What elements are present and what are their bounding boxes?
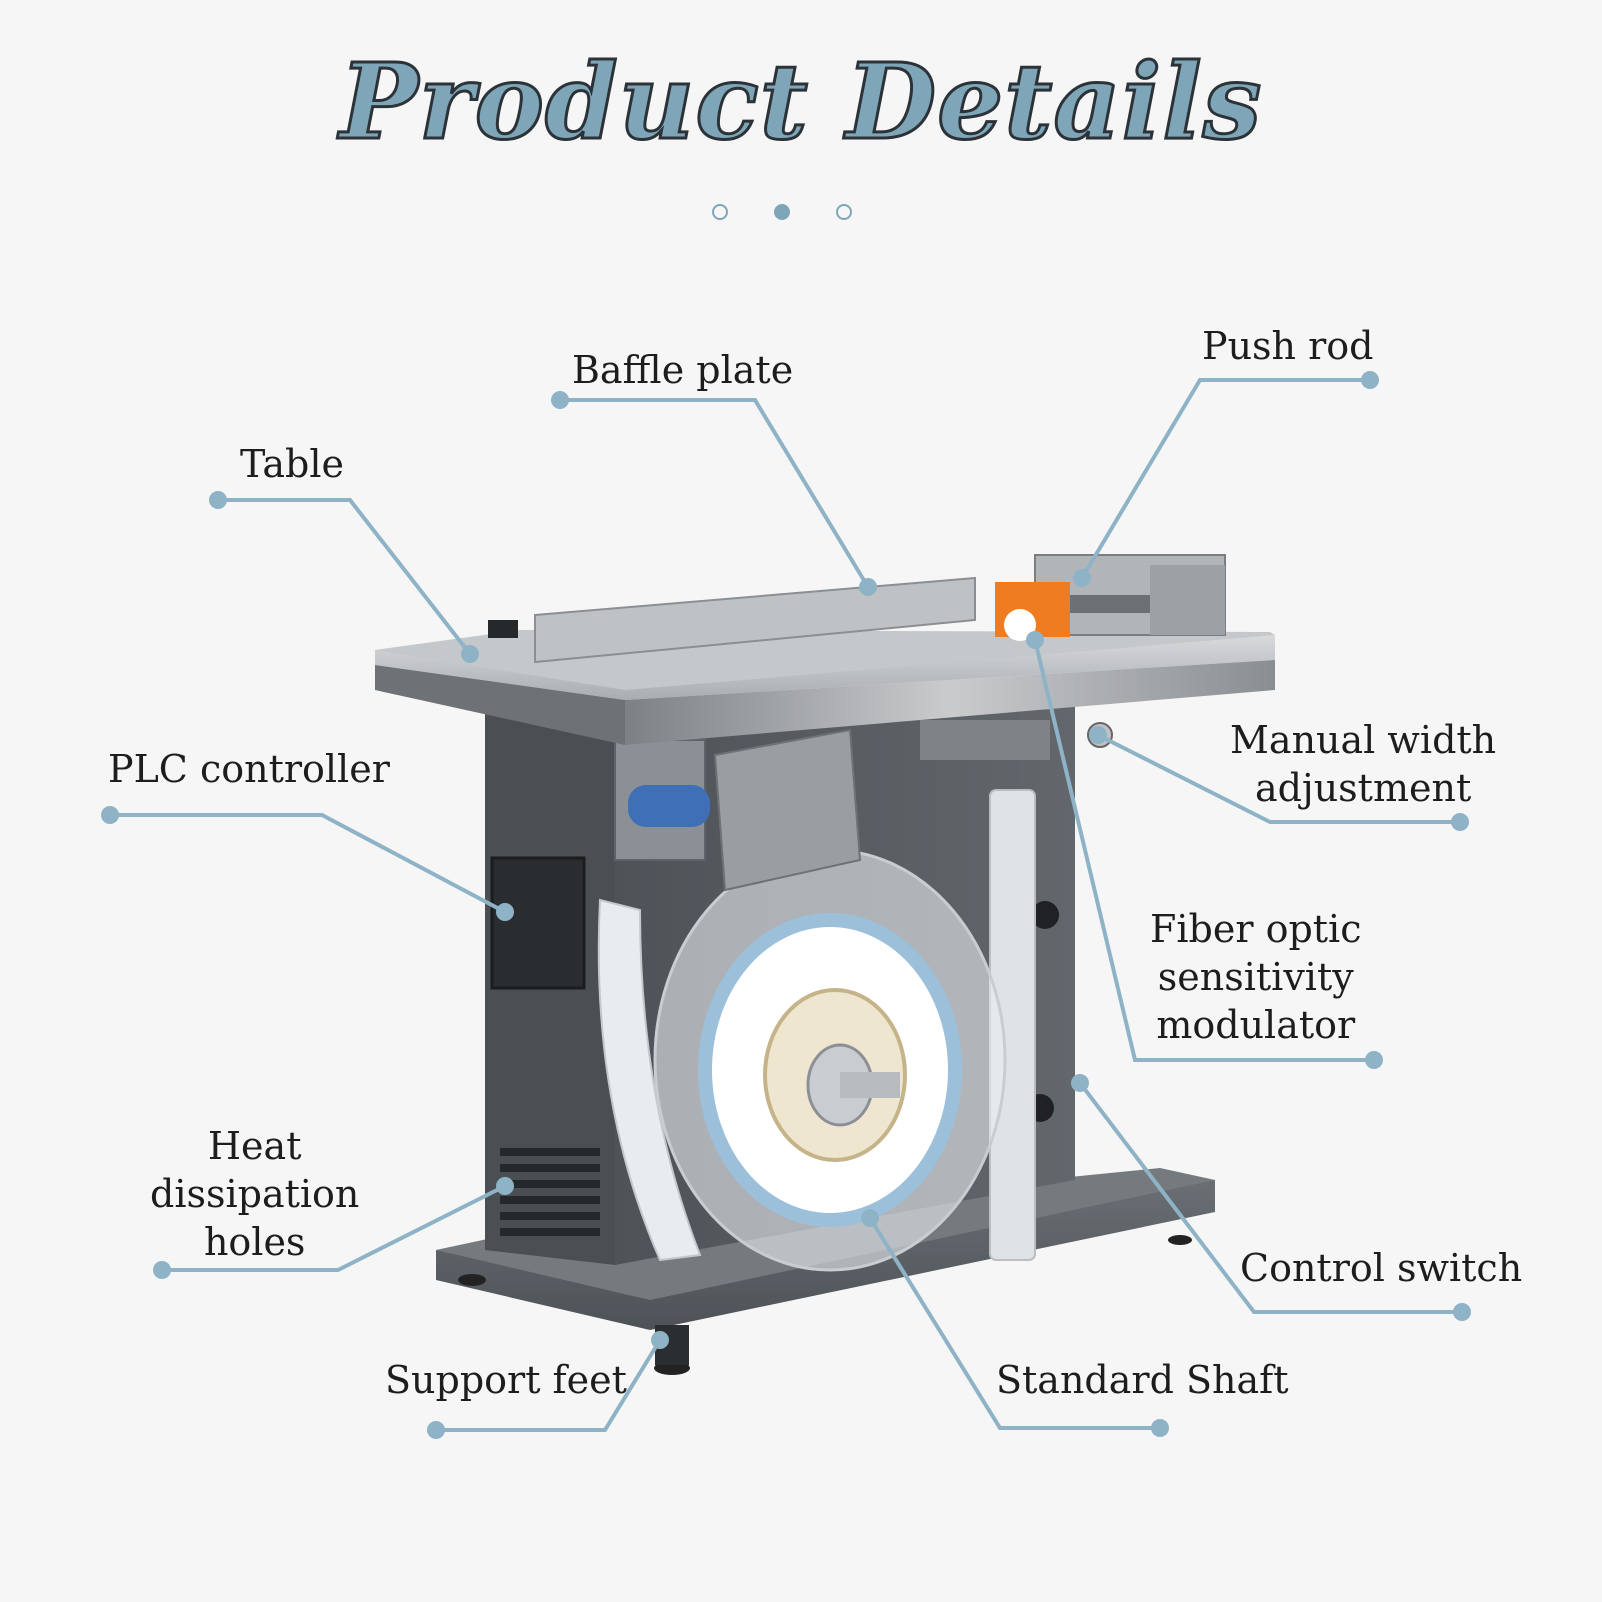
heat-dissipation-grille [500,1148,600,1236]
pager-dot[interactable] [712,204,728,220]
callout-line: Standard Shaft [996,1358,1289,1402]
callout-line: Support feet [385,1358,627,1402]
page-title: Product Details [338,39,1263,165]
callout-support-feet: Support feet [385,1356,627,1404]
pager-dot[interactable] [836,204,852,220]
callout-line: holes [203,1220,306,1264]
callout-line: sensitivity [1157,955,1354,999]
callout-table: Table [240,440,344,488]
machine-table [375,554,1275,748]
callout-push-rod: Push rod [1202,322,1373,370]
callout-plc-controller: PLC controller [108,745,390,793]
callout-line: Fiber optic [1150,907,1362,951]
callout-fiber-optic-sensitivity-modulator: Fiber optic sensitivity modulator [1150,905,1362,1049]
callout-line: Table [240,442,345,486]
guide-bracket [614,720,1050,892]
callout-line: adjustment [1254,766,1472,810]
plc-screen [490,856,586,990]
callout-markers [101,371,1471,1439]
pager-dots [700,204,880,234]
callout-standard-shaft: Standard Shaft [996,1356,1288,1404]
callout-line: modulator [1156,1003,1356,1047]
callout-heat-dissipation-holes: Heat dissipation holes [150,1122,359,1266]
callout-line: Baffle plate [572,348,794,392]
callout-baffle-plate: Baffle plate [572,346,793,394]
callout-line: Manual width [1230,718,1497,762]
callout-line: PLC controller [108,747,390,791]
pager-dot[interactable] [774,204,790,220]
callout-control-switch: Control switch [1240,1244,1522,1292]
baffle-plate [534,576,976,664]
callout-line: Control switch [1240,1246,1523,1290]
callout-line: Heat [207,1124,302,1168]
leader-lines [110,378,1462,1432]
callout-line: Push rod [1202,324,1374,368]
callout-manual-width-adjustment: Manual width adjustment [1230,716,1496,812]
callout-line: dissipation [150,1172,360,1216]
